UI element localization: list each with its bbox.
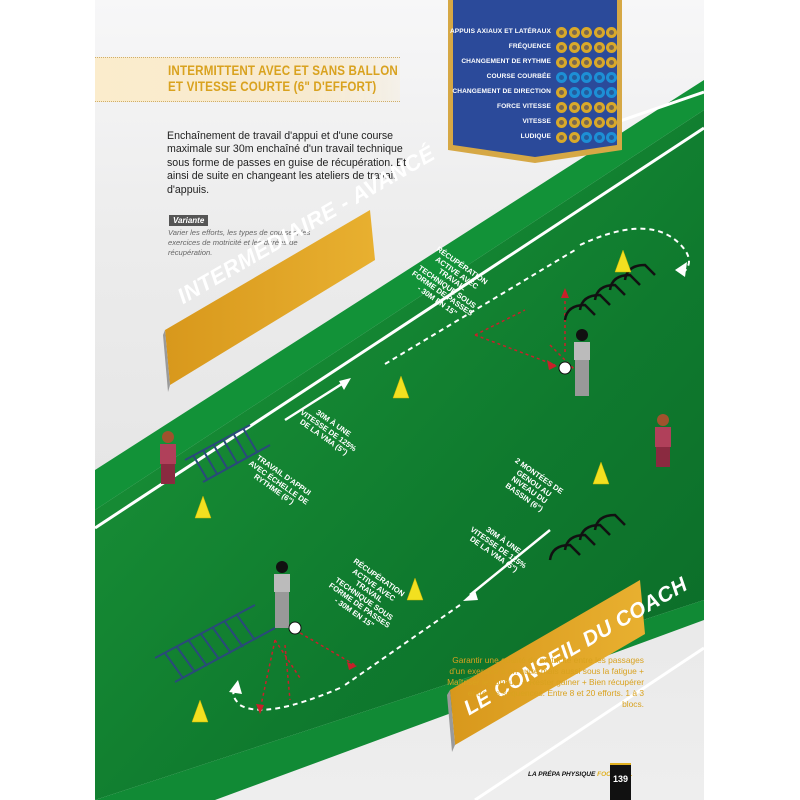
football-rating-icon [606,57,617,68]
football-rating-icon [581,117,592,128]
football-rating-icon [556,72,567,83]
football-rating-icon [556,42,567,53]
rating-label: LUDIQUE [520,133,551,140]
football-rating-icon [593,57,605,68]
rating-balls [556,87,617,99]
rating-label: VITESSE [522,118,551,125]
rating-row: LUDIQUE [448,132,622,146]
rating-row: CHANGEMENT DE RYTHME [448,57,622,71]
page-number: 139 [610,763,631,800]
title-band [95,57,400,102]
football-rating-icon [556,102,567,113]
hurdles-top [563,263,656,321]
football-rating-icon [581,132,592,143]
agility-ladder-bottom [154,604,276,683]
book-page: INTERMITTENT AVEC ET SANS BALLON ET VITE… [95,0,704,800]
title-line-2: ET VITESSE COURTE (6" D'EFFORT) [168,79,377,94]
player-right [655,414,671,467]
book-title-main: LA PRÉPA PHYSIQUE [528,771,596,778]
cones [191,249,632,723]
football-rating-icon [556,132,567,143]
football-rating-icon [593,117,605,128]
rating-balls [556,57,617,69]
football-rating-icon [593,27,605,38]
rating-label: FORCE VITESSE [496,103,551,110]
football-rating-icon [568,102,580,113]
football-rating-icon [581,87,592,98]
football-rating-icon [593,42,605,53]
football-rating-icon [568,42,580,53]
coach-top [558,329,590,396]
football-rating-icon [556,117,567,128]
rating-balls [556,117,617,129]
football-rating-icon [568,87,580,98]
football-rating-icon [581,27,592,38]
rating-balls [556,72,617,84]
football-rating-icon [568,132,580,143]
football-rating-icon [606,72,617,83]
football-rating-icon [593,72,605,83]
football-rating-icon [556,57,567,68]
rating-balls [556,102,617,114]
rating-row: FORCE VITESSE [448,102,622,116]
football-rating-icon [606,132,617,143]
description: Enchaînement de travail d'appui et d'une… [167,130,407,196]
football-rating-icon [581,42,592,53]
rating-label: CHANGEMENT DE DIRECTION [452,88,551,95]
rating-label: COURSE COURBÉE [486,73,551,80]
football-rating-icon [593,87,605,98]
football-rating-icon [556,87,567,98]
football-rating-icon [581,102,592,113]
hurdles-bottom [548,513,626,561]
football-rating-icon [581,72,592,83]
variante-text: Varier les efforts, les types de courses… [168,228,311,257]
rating-balls [556,42,617,54]
rating-label: CHANGEMENT DE RYTHME [461,58,551,65]
rating-balls [556,132,617,144]
player-left [160,431,176,484]
football-rating-icon [606,102,617,113]
coach-banner-shape [447,580,645,752]
football-rating-icon [556,27,567,38]
title-line-1: INTERMITTENT AVEC ET SANS BALLON [168,63,398,78]
coach-advice: Garantir une qualité de motricité entre … [447,655,644,709]
rating-row: APPUIS AXIAUX ET LATÉRAUX [448,27,622,41]
football-rating-icon [568,27,580,38]
rating-balls [556,27,617,39]
page-title: INTERMITTENT AVEC ET SANS BALLON ET VITE… [168,63,398,95]
football-rating-icon [568,72,580,83]
football-rating-icon [606,42,617,53]
rating-panel: APPUIS AXIAUX ET LATÉRAUX FRÉQUENCE CHAN… [448,0,622,150]
rating-row: CHANGEMENT DE DIRECTION [448,87,622,101]
football-rating-icon [568,117,580,128]
football-rating-icon [593,132,605,143]
football-rating-icon [606,87,617,98]
rating-label: APPUIS AXIAUX ET LATÉRAUX [449,28,551,35]
rating-row: VITESSE [448,117,622,131]
football-rating-icon [606,117,617,128]
football-rating-icon [581,57,592,68]
rating-row: COURSE COURBÉE [448,72,622,86]
football-rating-icon [606,27,617,38]
coach-bottom [274,561,302,635]
football-rating-icon [568,57,580,68]
football-rating-icon [593,102,605,113]
rating-row: FRÉQUENCE [448,42,622,56]
rating-label: FRÉQUENCE [508,43,551,50]
agility-ladder-top [184,424,271,483]
variante-label: Variante [169,215,209,226]
level-banner-shape [163,210,375,392]
